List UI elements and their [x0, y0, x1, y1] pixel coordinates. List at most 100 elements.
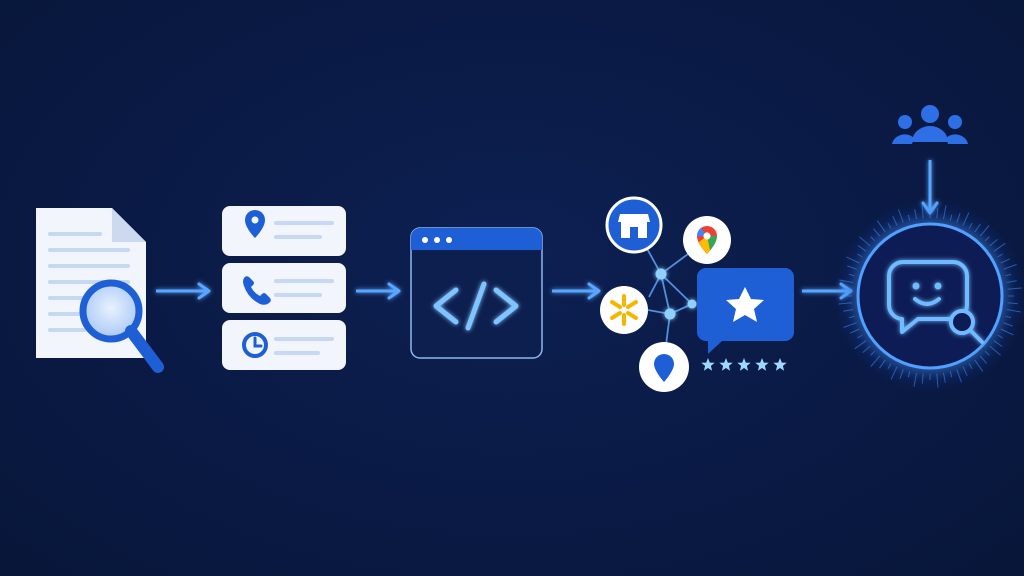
halo-ray [943, 205, 947, 220]
halo-ray [921, 373, 924, 384]
rating-star [755, 358, 769, 371]
halo-ray [968, 223, 973, 229]
halo-ray [997, 253, 1003, 258]
step-schema-code-window [410, 227, 543, 359]
step-document-audit [36, 208, 164, 373]
halo-ray [914, 209, 917, 220]
arrow-connector-1 [156, 282, 211, 300]
halo-ray [974, 359, 984, 372]
halo-ray [843, 322, 857, 328]
halo-ray [907, 214, 911, 221]
halo-ray [890, 366, 898, 380]
halo-ray [989, 345, 1001, 356]
step-business-info-cards [222, 206, 346, 370]
halo-ray [997, 334, 1003, 339]
phone-icon [243, 276, 271, 305]
halo-ray [849, 328, 860, 334]
halo-ray [979, 225, 990, 237]
halo-ray [1007, 302, 1018, 305]
halo-ray [843, 309, 854, 312]
halo-ray [1006, 309, 1021, 313]
rating-star [719, 358, 733, 371]
step-ai-chat-search [834, 105, 1024, 392]
browser-window-icon [410, 227, 543, 359]
info-card-hours [222, 320, 346, 370]
halo-ray [870, 350, 876, 356]
halo-ray [956, 369, 962, 383]
halo-ray [870, 355, 881, 367]
glow-halo [834, 200, 1024, 392]
halo-ray [899, 369, 904, 379]
google-maps-icon [683, 216, 731, 264]
halo-ray [984, 350, 990, 356]
halo-ray [949, 371, 953, 378]
halo-ray [968, 363, 973, 369]
halo-ray [842, 287, 853, 290]
halo-ray [936, 373, 939, 388]
step-citation-network [600, 196, 794, 392]
halo-ray [1000, 328, 1014, 336]
arrow-connector-2 [356, 282, 401, 300]
halo-ray [887, 363, 892, 369]
halo-ray [838, 302, 853, 305]
halo-ray [984, 236, 990, 242]
halo-ray [862, 345, 871, 353]
halo-ray [962, 366, 968, 377]
code-brackets-icon [433, 281, 519, 331]
halo-ray [887, 223, 892, 229]
halo-ray [943, 372, 946, 383]
halo-ray [1003, 264, 1017, 270]
halo-ray [854, 340, 867, 350]
halo-ray [913, 372, 917, 387]
halo-ray [839, 279, 854, 283]
ai-magnifier-icon [949, 309, 984, 344]
network-nodes [655, 268, 697, 320]
arrow-connector-3 [552, 282, 601, 300]
halo-ray [857, 245, 867, 252]
storefront-icon [605, 196, 663, 254]
halo-ray [859, 236, 871, 247]
halo-ray [879, 359, 886, 369]
chat-smile-icon [886, 260, 969, 334]
halo-ray [847, 265, 857, 270]
halo-ray [956, 213, 961, 223]
users-icon [892, 105, 968, 144]
halo-ray [857, 253, 863, 258]
halo-ray [993, 242, 1006, 252]
halo-ray [962, 212, 970, 226]
clock-icon [242, 332, 268, 358]
halo-ray [949, 214, 953, 221]
halo-ray [989, 239, 998, 247]
halo-ray [848, 315, 855, 319]
review-star-icon [697, 268, 794, 354]
halo-ray [1005, 315, 1012, 319]
rating-stars [701, 358, 787, 371]
info-card-phone [222, 263, 346, 313]
rating-star [701, 358, 715, 371]
halo-ray [892, 215, 898, 226]
rating-star [773, 358, 787, 371]
halo-ray [848, 273, 855, 277]
halo-ray [1006, 280, 1017, 283]
halo-ray [979, 355, 987, 364]
halo-ray [921, 204, 924, 219]
magnifier-icon [79, 279, 164, 373]
halo-ray [873, 228, 881, 237]
halo-ray [936, 208, 939, 219]
rating-star [737, 358, 751, 371]
halo-ray [846, 256, 860, 264]
walmart-spark-icon [600, 286, 648, 334]
halo-ray [1000, 258, 1011, 264]
halo-ray [898, 209, 904, 223]
info-card-location [222, 206, 346, 256]
halo-ray [1007, 287, 1022, 290]
halo-ray [993, 340, 1003, 347]
halo-ray [1005, 273, 1012, 277]
halo-ray [1003, 322, 1013, 327]
location-pin-icon [245, 210, 265, 238]
halo-ray [857, 334, 863, 339]
halo-ray [974, 223, 981, 233]
map-pin-icon [639, 342, 689, 392]
